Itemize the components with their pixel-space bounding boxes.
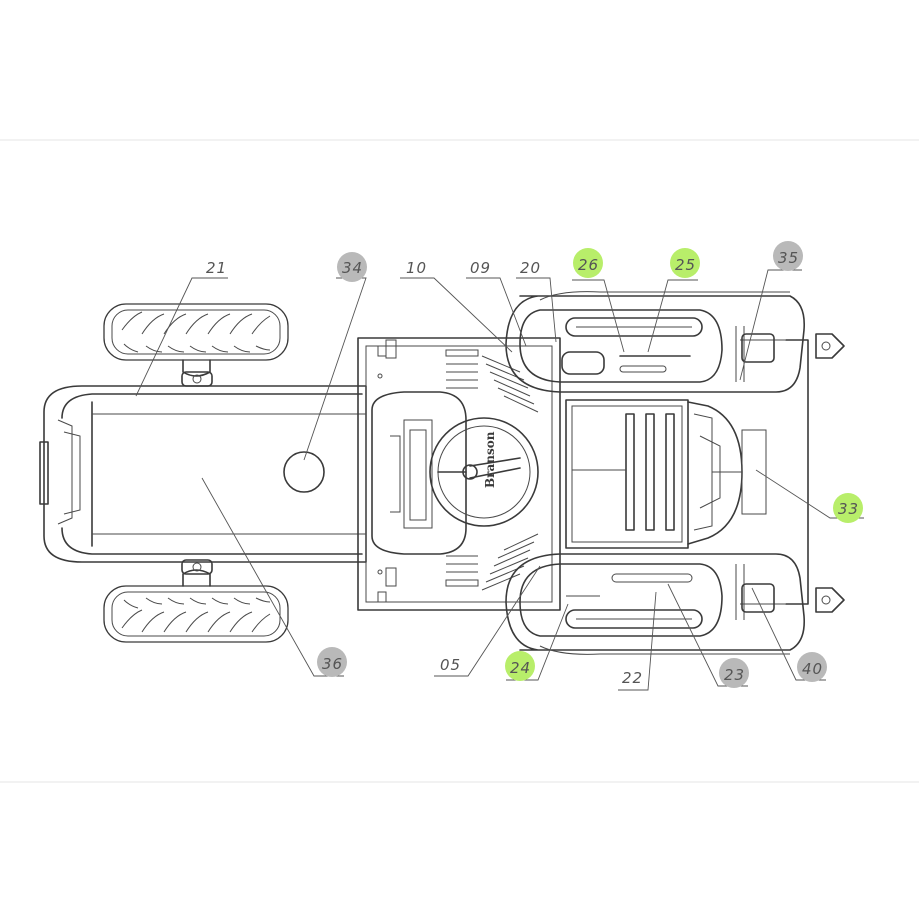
callout-badge-grey: [317, 647, 347, 677]
callout-badge-green: [833, 493, 863, 523]
callout-05: 05: [440, 656, 461, 674]
callout-badge-grey: [773, 241, 803, 271]
callout-label: 23: [724, 666, 745, 684]
callout-34: 34: [337, 252, 367, 282]
callout-label: 20: [520, 259, 541, 277]
callout-badge-green: [670, 248, 700, 278]
callout-badge-green: [573, 248, 603, 278]
callout-25: 25: [670, 248, 700, 278]
callout-badge-grey: [719, 658, 749, 688]
rear-tire-top-edge: [539, 291, 790, 301]
callout-label: 33: [838, 500, 859, 518]
front-wheel-bottom: [103, 585, 289, 643]
callout-label: 21: [206, 259, 227, 277]
callout-40: 40: [797, 652, 827, 682]
callout-label: 34: [342, 259, 363, 277]
callout-35: 35: [773, 241, 803, 271]
callout-09: 09: [470, 259, 491, 277]
callout-label: 35: [778, 249, 799, 267]
front-axle-hubs: [181, 359, 213, 587]
callout-label: 24: [510, 659, 531, 677]
callout-label: 10: [406, 259, 427, 277]
callout-23: 23: [719, 658, 749, 688]
callout-36: 36: [317, 647, 347, 677]
brand-text: Branson: [483, 431, 497, 488]
callout-badge-grey: [337, 252, 367, 282]
seat: [565, 399, 767, 549]
hood: [39, 385, 367, 563]
callout-label: 09: [470, 259, 491, 277]
front-wheel-top: [103, 303, 289, 361]
steering-wheel: Branson: [429, 417, 539, 527]
callout-label: 05: [440, 656, 461, 674]
callout-10: 10: [406, 259, 427, 277]
callout-20: 20: [520, 259, 541, 277]
callout-label: 26: [578, 256, 599, 274]
callouts: 21 34 10 09 20 26 25 35: [206, 241, 863, 688]
callout-label: 40: [802, 660, 823, 678]
callout-26: 26: [573, 248, 603, 278]
rear-tire-bottom-edge: [539, 645, 790, 655]
rear-fender-bottom: [505, 553, 806, 651]
callout-label: 36: [322, 655, 343, 673]
callout-badge-grey: [797, 652, 827, 682]
callout-22: 22: [622, 669, 643, 687]
rear-fender-top: [505, 295, 806, 393]
callout-label: 22: [622, 669, 643, 687]
operator-platform: [357, 337, 561, 611]
callout-label: 25: [675, 256, 696, 274]
callout-21: 21: [206, 259, 227, 277]
callout-33: 33: [833, 493, 863, 523]
callout-badge-green: [505, 651, 535, 681]
callout-24: 24: [505, 651, 535, 681]
rear-hitch: [740, 333, 845, 613]
fuel-cap: [283, 451, 325, 493]
